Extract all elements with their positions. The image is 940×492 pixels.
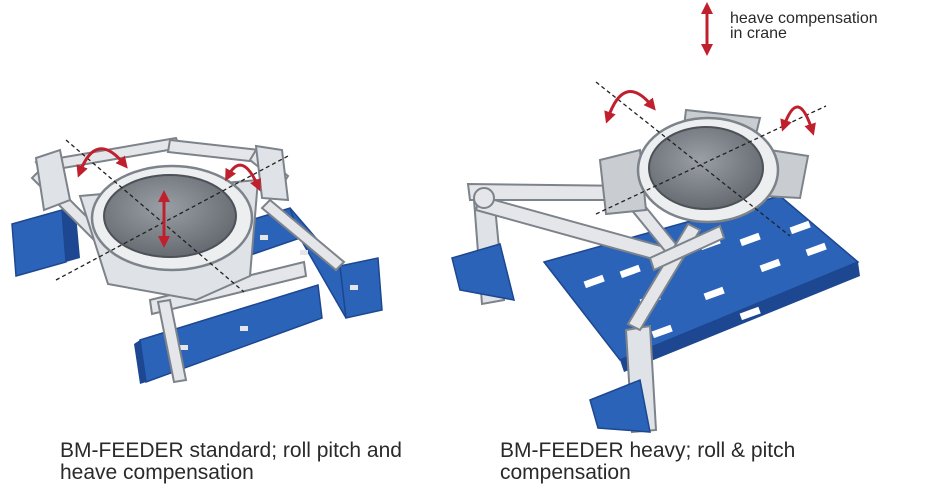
feeder-standard-illustration — [11, 136, 383, 384]
caption-standard-line-1: BM-FEEDER standard; roll pitch and — [60, 439, 402, 462]
standard-motion-arrows — [76, 147, 262, 248]
legend-line-2: in crane — [730, 25, 787, 42]
caption-heavy-line-1: BM-FEEDER heavy; roll & pitch — [500, 439, 796, 462]
standard-pitch-arrow — [76, 147, 128, 178]
legend-line-1: heave compensation — [730, 10, 878, 27]
heavy-motion-arrows — [604, 90, 816, 136]
caption-standard-line-2: heave compensation — [60, 461, 254, 484]
feeder-heavy-illustration — [451, 81, 860, 434]
heavy-arms — [466, 182, 726, 332]
heavy-ring — [636, 116, 780, 224]
standard-roll-arrow — [225, 163, 262, 192]
standard-ring — [90, 164, 254, 272]
heavy-roll-arrow — [780, 105, 816, 136]
caption-heavy-line-2: compensation — [500, 461, 631, 484]
heavy-pitch-arrow — [604, 90, 656, 124]
